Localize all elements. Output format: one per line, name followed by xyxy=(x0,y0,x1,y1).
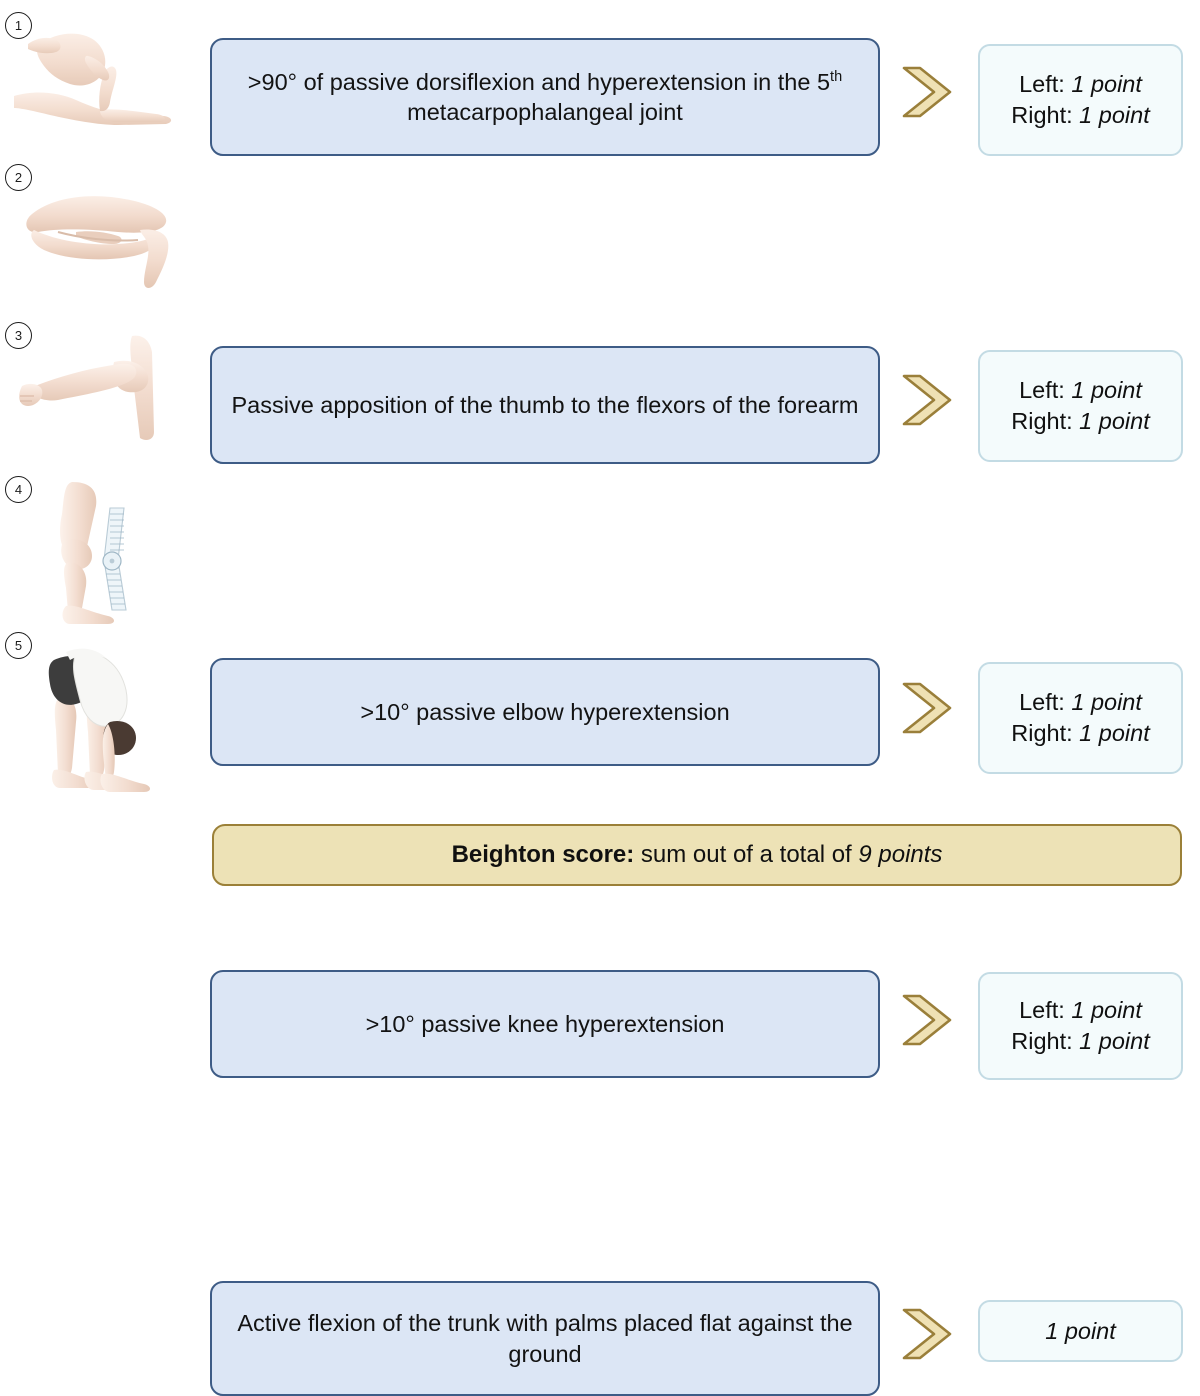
thumb-to-forearm-apposition-illustration xyxy=(14,170,194,300)
row-number-badge: 2 xyxy=(5,164,32,191)
criterion-row: 4 xyxy=(0,472,1200,1080)
trunk-forward-flexion-illustration xyxy=(14,638,194,810)
chevron-right-icon xyxy=(896,372,958,433)
score-line-single: 1 point xyxy=(1045,1317,1116,1344)
criterion-row: 2 xyxy=(0,160,1200,464)
criterion-row: 3 >10 xyxy=(0,318,1200,774)
score-line-left: Left: 1 point xyxy=(1019,71,1142,98)
criterion-row: 1 xyxy=(0,8,1200,156)
criterion-text-box: Active flexion of the trunk with palms p… xyxy=(210,1281,880,1396)
elbow-hyperextension-illustration xyxy=(14,328,194,458)
row-number-badge: 4 xyxy=(5,476,32,503)
criterion-row: 5 xyxy=(0,628,1200,1396)
chevron-right-icon xyxy=(896,1306,958,1367)
chevron-right-icon xyxy=(896,992,958,1053)
score-box: Left: 1 point Right: 1 point xyxy=(978,972,1183,1080)
score-line-right: Right: 1 point xyxy=(1011,720,1150,746)
score-box: Left: 1 point Right: 1 point xyxy=(978,44,1183,156)
criterion-text-box: >90° of passive dorsiflexion and hyperex… xyxy=(210,38,880,156)
criterion-label: >90° of passive dorsiflexion and hyperex… xyxy=(247,68,843,125)
row-number-badge: 1 xyxy=(5,12,32,39)
beighton-total-bar: Beighton score: sum out of a total of 9 … xyxy=(212,824,1182,886)
score-line-right: Right: 1 point xyxy=(1011,408,1150,434)
criterion-label: Active flexion of the trunk with palms p… xyxy=(237,1310,853,1367)
score-line-right: Right: 1 point xyxy=(1011,102,1150,128)
score-box: Left: 1 point Right: 1 point xyxy=(978,662,1183,774)
criterion-text-box: Passive apposition of the thumb to the f… xyxy=(210,346,880,464)
row-number-badge: 5 xyxy=(5,632,32,659)
criterion-label: >10° passive knee hyperextension xyxy=(365,1010,725,1037)
criterion-label: >10° passive elbow hyperextension xyxy=(360,698,730,725)
chevron-right-icon xyxy=(896,680,958,741)
score-box: 1 point xyxy=(978,1300,1183,1362)
score-line-left: Left: 1 point xyxy=(1019,377,1142,404)
chevron-right-icon xyxy=(896,64,958,125)
criterion-text-box: >10° passive knee hyperextension xyxy=(210,970,880,1078)
criterion-text-box: >10° passive elbow hyperextension xyxy=(210,658,880,766)
score-line-left: Left: 1 point xyxy=(1019,689,1142,716)
criterion-label: Passive apposition of the thumb to the f… xyxy=(231,391,859,418)
knee-hyperextension-goniometer-illustration xyxy=(14,482,194,632)
beighton-score-diagram: 1 xyxy=(0,8,1200,1396)
total-label: Beighton score: sum out of a total of 9 … xyxy=(451,841,943,868)
score-line-left: Left: 1 point xyxy=(1019,997,1142,1024)
row-number-badge: 3 xyxy=(5,322,32,349)
hand-fifth-finger-dorsiflexion-illustration xyxy=(14,18,194,158)
score-line-right: Right: 1 point xyxy=(1011,1028,1150,1054)
score-box: Left: 1 point Right: 1 point xyxy=(978,350,1183,462)
